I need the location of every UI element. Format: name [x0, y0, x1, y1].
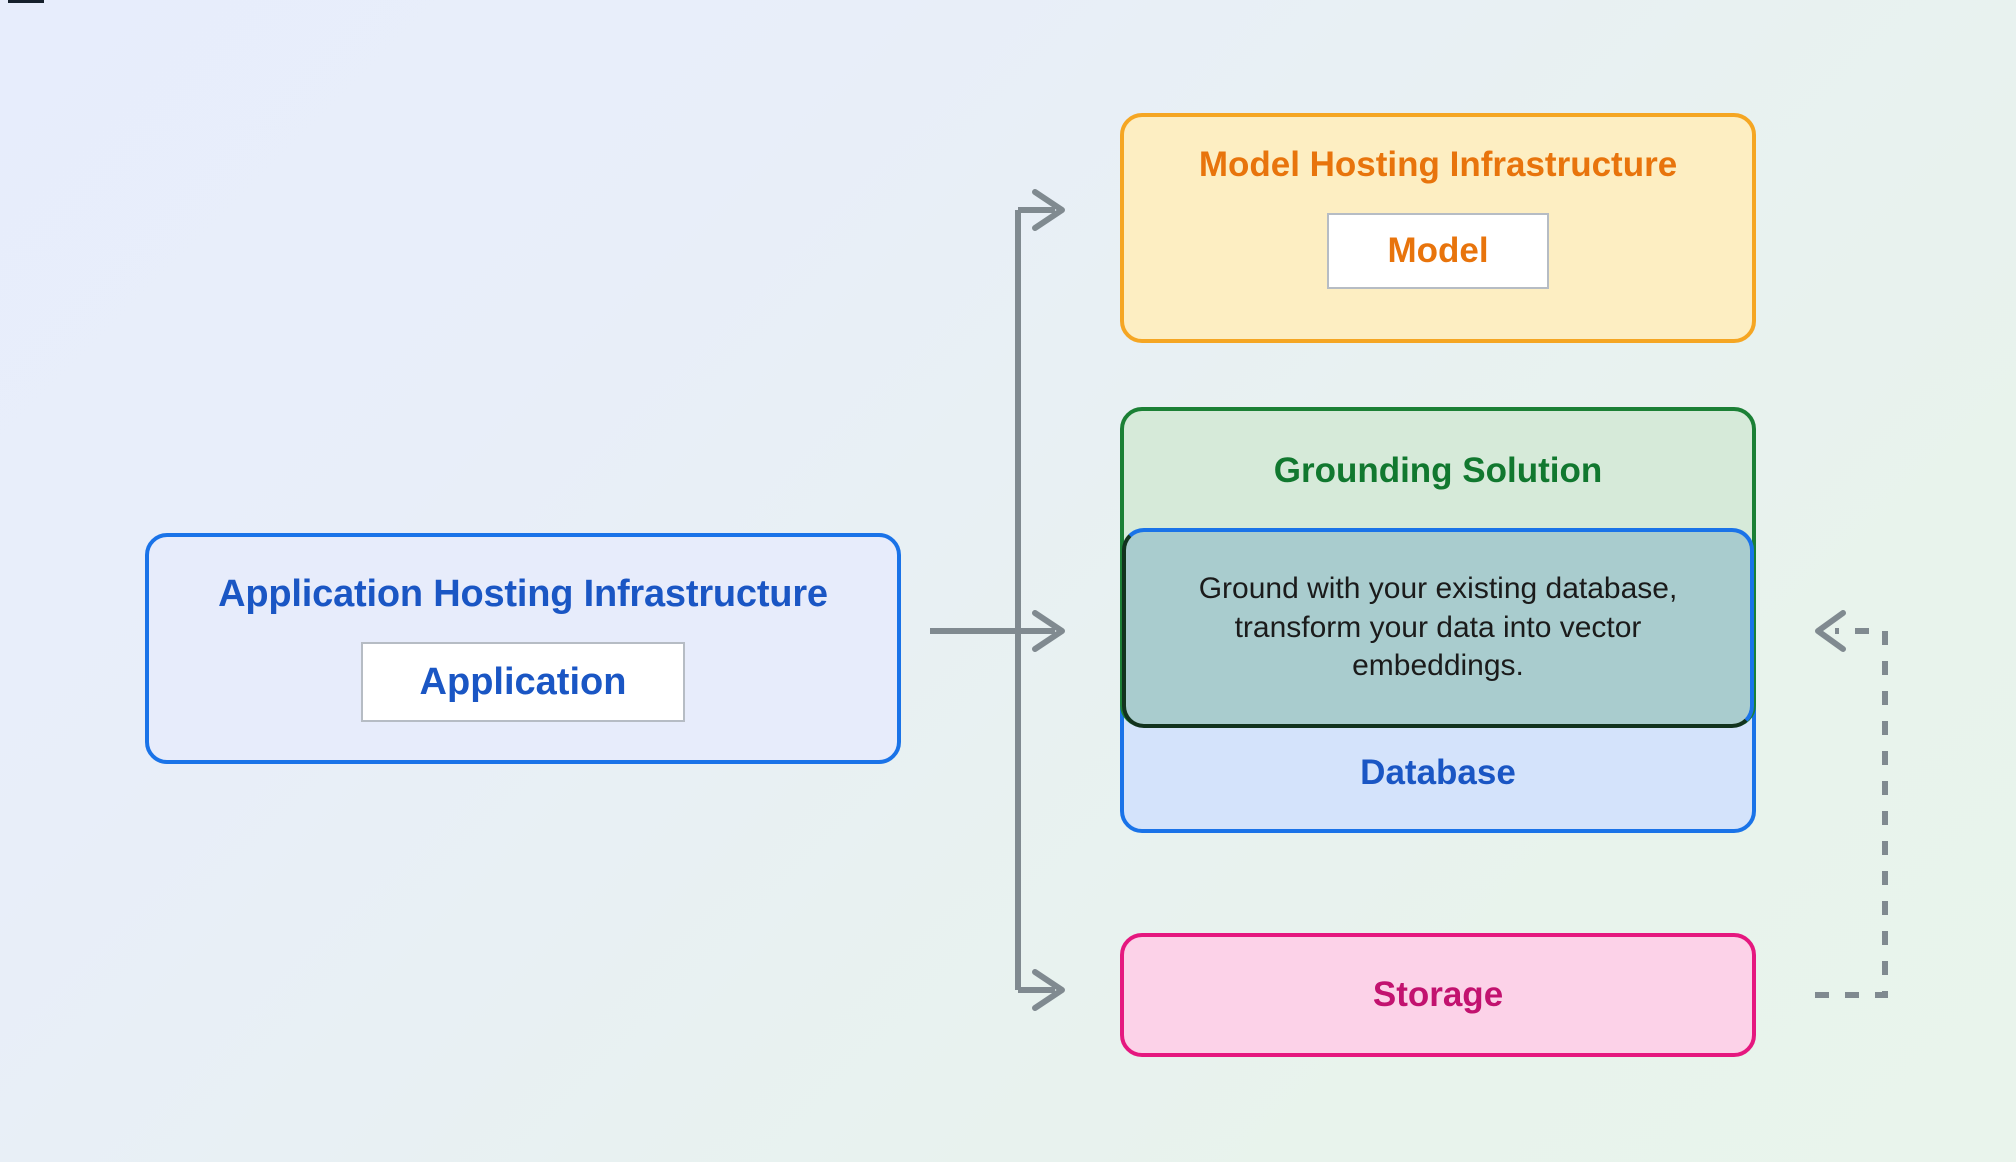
- grounding-solution-title: Grounding Solution: [1273, 451, 1603, 490]
- model-chip[interactable]: Model: [1327, 213, 1549, 289]
- top-left-marker: [8, 0, 44, 3]
- storage-title: Storage: [1372, 975, 1504, 1014]
- arrowhead-storage-icon: [1032, 969, 1065, 1011]
- database-title: Database: [1360, 753, 1516, 792]
- connector-storage-return: [1815, 628, 1888, 998]
- model-hosting-title: Model Hosting Infrastructure: [1198, 145, 1678, 184]
- model-hosting-infrastructure-node[interactable]: Model Hosting Infrastructure Model: [1120, 113, 1756, 343]
- application-hosting-title: Application Hosting Infrastructure: [218, 573, 828, 615]
- arrowhead-grounding-icon: [1032, 610, 1065, 652]
- application-hosting-infrastructure-node[interactable]: Application Hosting Infrastructure Appli…: [145, 533, 901, 764]
- arrowhead-model-icon: [1032, 189, 1065, 231]
- arrowhead-return-icon: [1815, 610, 1846, 652]
- grounding-description-panel: Ground with your existing database, tran…: [1122, 528, 1754, 728]
- storage-node[interactable]: Storage: [1120, 933, 1756, 1057]
- application-chip[interactable]: Application: [361, 642, 685, 722]
